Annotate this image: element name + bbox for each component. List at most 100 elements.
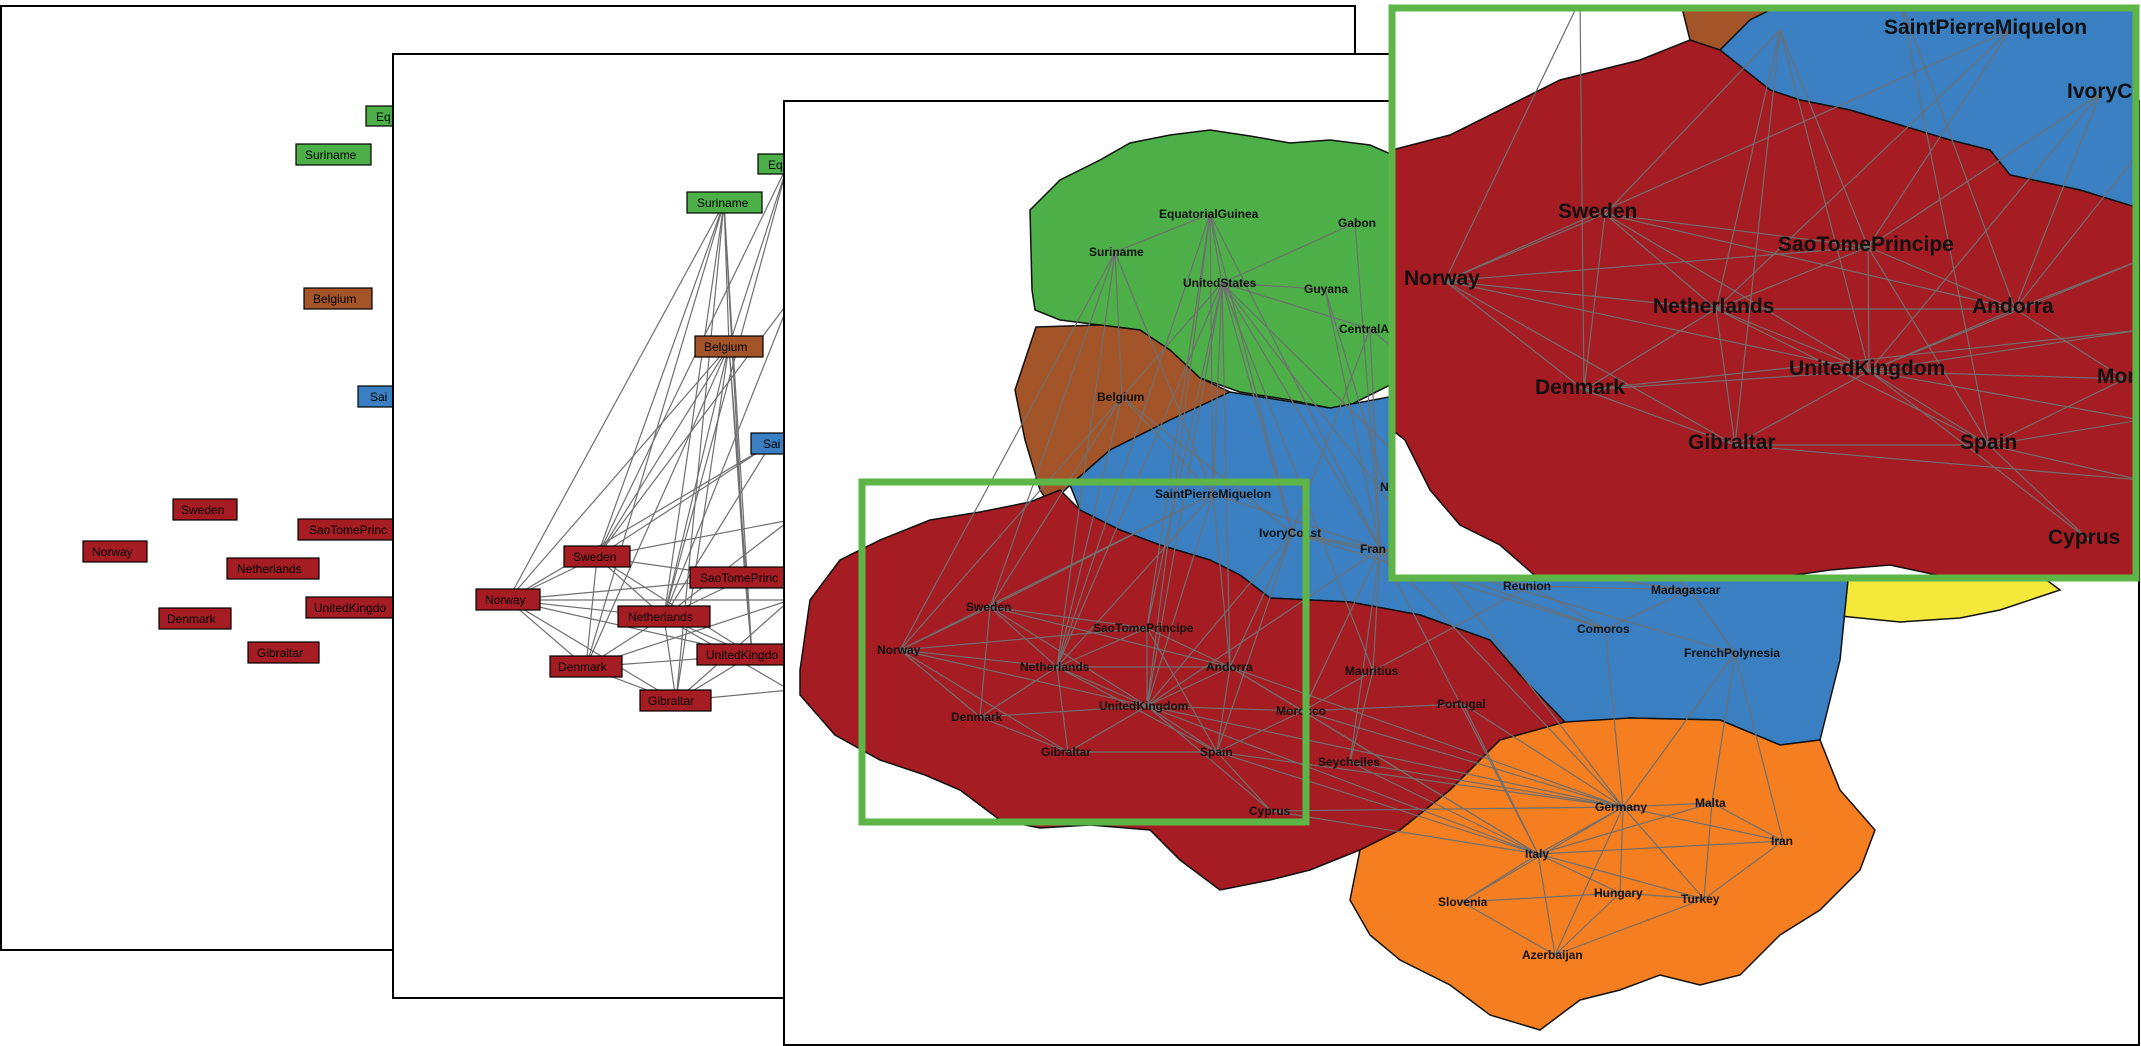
map-label-unitedstates: UnitedStates [1183,276,1257,290]
zoom-label-sweden: Sweden [1558,200,1637,223]
zoom-edge [1868,93,2101,372]
map-label-belgium: Belgium [1097,390,1144,404]
zoom-edge [1715,246,1869,310]
map-label-saintpierre: SaintPierreMiquelon [1155,487,1271,501]
p3-edge [1056,213,1211,668]
zoom-edge [1715,29,1781,310]
p3-edge [1461,853,1539,903]
zoom-edge [1444,280,1717,310]
p3-edge [1703,802,1713,900]
p1-box-gibraltar [247,641,320,664]
zoom-edge [1444,280,1736,446]
p3-edge [1056,251,1116,668]
p1-node-uk: UnitedKingdo [305,596,417,619]
p1-node-belgium: Belgium [303,287,373,310]
zoom-edge [1868,370,2090,541]
map-label-denmark: Denmark [951,710,1003,724]
zoom-edge [1444,29,2011,282]
p3-edge [1056,396,1123,668]
p3-edge [979,666,1058,718]
zoom-edge [1868,261,2136,372]
p3-edge [1146,282,1223,629]
p3-edge [979,606,991,718]
p3-edge [1216,532,1293,753]
zoom-label-uk: UnitedKingdom [1789,357,1945,380]
p3-edge [1056,493,1214,668]
p3-edge [1229,532,1293,668]
p3-edge [1212,282,1223,495]
zoom-edge [1988,378,2126,446]
p3-edge [1056,666,1069,753]
p3-edge [1216,751,1272,812]
p2-edge [596,202,725,558]
zoom-label-andorra: Andorra [1972,295,2054,318]
p3-edge [1302,710,1539,855]
p2-node-saotome: SaoTomePrinc [689,566,801,589]
p2-node-gibraltar: Gibraltar [639,689,712,712]
p3-edge [1270,806,1624,812]
p3-edge [1056,282,1223,668]
p2-label-sai: Sai [763,437,780,451]
p2-label-gibraltar: Gibraltar [648,694,694,708]
p3-edge [1216,751,1624,808]
p3-edge [1146,705,1624,808]
p2-edge [507,443,772,601]
map-label-sweden: Sweden [966,600,1011,614]
p2-label-norway: Norway [485,593,526,607]
map-label-saotome: SaoTomePrincipe [1093,621,1194,635]
p1-label-denmark: Denmark [167,612,217,626]
p2-label-saotome: SaoTomePrinc [700,571,778,585]
p3-edge [1114,213,1211,253]
p3-labels: EquatorialGuinea Gabon Suriname UnitedSt… [877,207,1793,962]
p3-edge [1537,853,1705,900]
zoom-edge [1444,246,1869,282]
zoom-edges [1444,8,2136,541]
map-label-madagascar: Madagascar [1651,583,1721,597]
map-label-iran: Iran [1771,834,1793,848]
p3-edge [1529,585,1691,591]
map-label-portugal: Portugal [1437,697,1486,711]
p2-edge [585,345,730,668]
p2-label-belgium: Belgium [704,340,747,354]
p3-edge [1372,548,1381,672]
p3-edge [1146,213,1211,707]
zoom-edge [1604,29,1781,215]
zoom-edge [1604,213,1869,248]
p2-edge [663,345,730,618]
p3-edge [1146,666,1231,707]
p3-edge [1554,806,1624,956]
zoom-edge [2014,155,2136,310]
map-label-malta: Malta [1695,796,1726,810]
p3-edge [989,606,1148,629]
p3-edge [899,493,1214,651]
p1-label-norway: Norway [92,545,133,559]
map-label-guyana: Guyana [1304,282,1348,296]
map-label-cyprus: Cyprus [1249,804,1291,818]
p3-edge [1270,810,1539,855]
p3-edge [1604,589,1691,630]
p2-edge [744,577,753,656]
p3-edge [989,606,1058,668]
p2-box-belgium [694,335,764,358]
p2-edge [596,163,789,558]
p1-label-sai: Sai [370,390,387,404]
zoom-edge [1867,93,2101,248]
p2-edge [663,443,772,618]
p3-edge [1209,213,1223,284]
p3-edge [1121,396,1214,495]
p3-edge [1324,288,1381,550]
p2-edge [728,163,789,347]
map-label-centralaf: CentralA [1339,322,1389,336]
p2-edge [507,202,725,601]
p2-edge [675,345,730,702]
p1-node-saotome: SaoTomePrinc [297,518,409,541]
zoom-edge [1734,370,1870,446]
p3-edge [1146,705,1218,753]
p2-edge [585,202,725,668]
p3-edge [979,705,1148,718]
zoom-label-gibraltar: Gibraltar [1688,431,1776,454]
p2-edge [596,345,730,558]
p3-edge [989,606,1231,668]
p1-box-denmark [158,607,232,630]
